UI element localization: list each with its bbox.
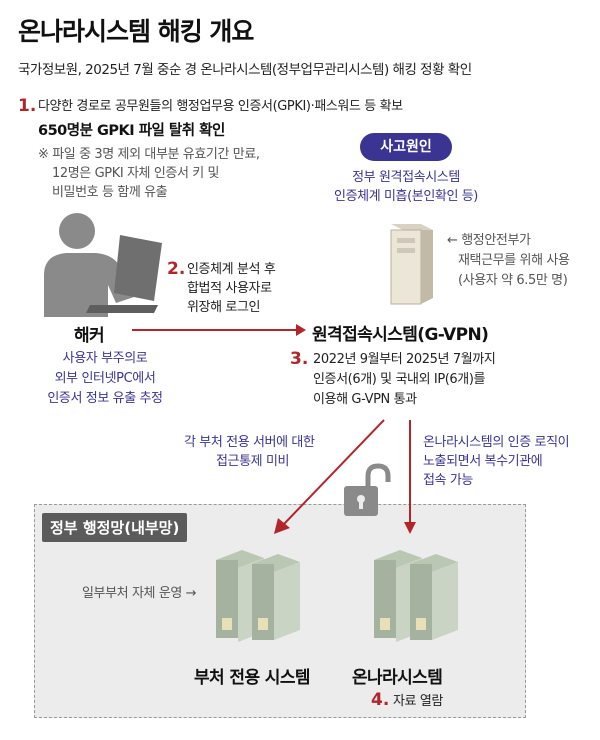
dept-system-servers-icon — [216, 550, 300, 642]
right-arrow-note-3: 접속 가능 — [423, 473, 473, 488]
step1-note-1: ※ 파일 중 3명 제외 대부분 유효기간 만료, — [38, 147, 260, 162]
step4-text: 자료 열람 — [393, 694, 443, 709]
page-title: 온나라시스템 해킹 개요 — [18, 17, 254, 46]
unlocked-padlock-icon — [344, 463, 391, 516]
left-arrow-note-1: 각 부처 전용 서버에 대한 — [184, 435, 315, 450]
hacker-label: 해커 — [74, 326, 105, 346]
cause-line-2: 인증체계 미흡(본인확인 등) — [334, 189, 478, 204]
onnara-system-servers-icon — [374, 550, 458, 642]
zone-label: 정부 행정망(내부망) — [42, 513, 188, 542]
step4-number: 4. — [371, 690, 390, 710]
server-note-2: 재택근무를 위해 사용 — [458, 253, 570, 268]
step2-line-2: 합법적 사용자로 — [187, 281, 272, 296]
right-arrow-note-2: 노출되면서 복수기관에 — [423, 454, 543, 469]
hacker-line-1: 사용자 부주의로 — [62, 351, 148, 366]
step1-note-3: 비밀번호 등 함께 유출 — [52, 185, 168, 200]
step1-text: 다양한 경로로 공무원들의 행정업무용 인증서(GPKI)·패스워드 등 확보 — [38, 99, 403, 114]
cause-line-1: 정부 원격접속시스템 — [352, 170, 460, 185]
step2-line-1: 인증체계 분석 후 — [187, 262, 276, 277]
cause-badge: 사고원인 — [360, 133, 452, 161]
dept-system-label: 부처 전용 시스템 — [194, 668, 311, 688]
gvpn-server-icon — [390, 224, 433, 305]
server-note-3: (사용자 약 6.5만 명) — [458, 273, 568, 288]
step1-note-2: 12명은 GPKI 자체 인증서 키 및 — [52, 166, 220, 181]
hacker-line-3: 인증서 정보 유출 추정 — [47, 391, 163, 406]
step3-line-2: 인증서(6개) 및 국내외 IP(6개)를 — [313, 372, 486, 387]
hacker-illustration-icon — [44, 213, 162, 317]
arrow-hacker-to-gvpn — [132, 324, 306, 336]
step3-line-1: 2022년 9월부터 2025년 7월까지 — [313, 352, 496, 367]
onnara-system-label: 온나라시스템 — [352, 668, 443, 688]
right-arrow-note-1: 온나라시스템의 인증 로직이 — [423, 435, 570, 450]
step3-number: 3. — [290, 349, 309, 369]
step3-line-3: 이용해 G-VPN 통과 — [313, 392, 417, 407]
step2-number: 2. — [167, 259, 186, 279]
page-subtitle: 국가정보원, 2025년 7월 중순 경 온나라시스템(정부업무관리시스템) 해… — [18, 62, 472, 78]
gvpn-label: 원격접속시스템(G-VPN) — [312, 325, 489, 345]
step1-highlight: 650명분 GPKI 파일 탈취 확인 — [38, 123, 225, 139]
step2-line-3: 위장해 로그인 — [187, 300, 261, 315]
step1-number: 1. — [18, 96, 37, 116]
left-arrow-note-2: 접근통제 미비 — [216, 454, 290, 469]
server-note-1: ← 행정안전부가 — [447, 233, 531, 248]
arrows-to-systems — [274, 419, 416, 534]
own-operation-note: 일부부처 자체 운영 → — [82, 586, 197, 601]
hacker-line-2: 외부 인터넷PC에서 — [54, 371, 156, 386]
